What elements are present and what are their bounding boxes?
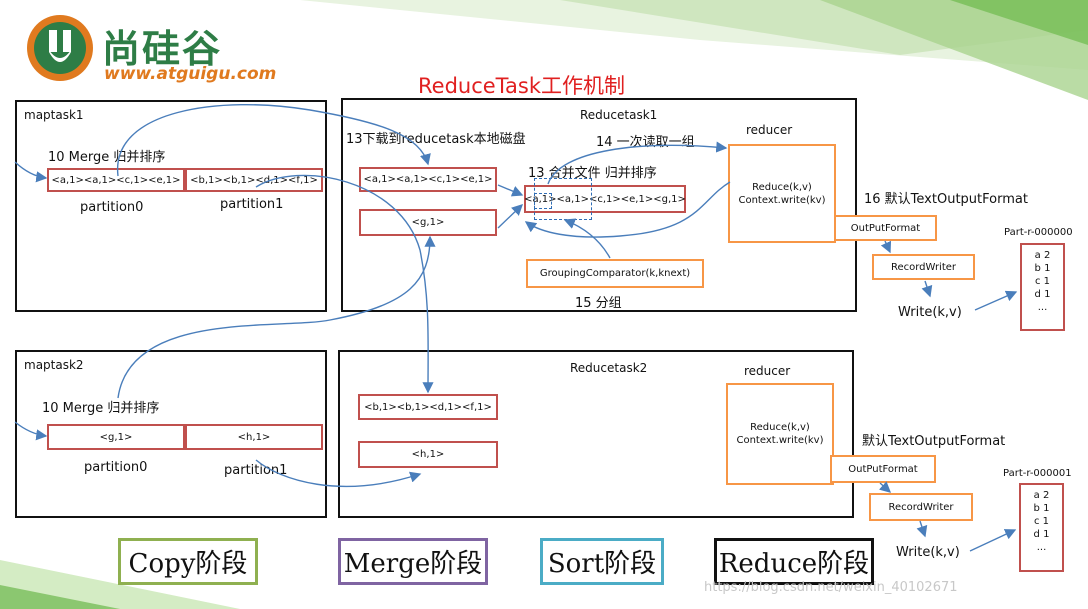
maptask2-merge-label: 10 Merge 归并排序	[42, 401, 160, 416]
part-file-1-line: c 1	[1034, 276, 1051, 287]
reducer2-box: Reduce(k,v) Context.write(kv)	[726, 383, 834, 485]
part-file-2-line: b 1	[1033, 503, 1050, 514]
part-file-title-2: Part-r-000001	[1003, 468, 1072, 479]
maptask1-partition1-box: <b,1><b,1><d,1><f,1>	[185, 168, 323, 192]
reducer1-box: Reduce(k,v) Context.write(kv)	[728, 144, 836, 243]
read-group-label: 14 一次读取一组	[596, 135, 695, 150]
phase-sort: Sort阶段	[540, 538, 664, 585]
reducetask1-box-g: <g,1>	[359, 209, 497, 236]
maptask1-merge-label: 10 Merge 归并排序	[48, 150, 166, 165]
reducetask2-box-b: <b,1><b,1><d,1><f,1>	[358, 394, 498, 420]
reducer2-label: reducer	[744, 364, 791, 378]
recordwriter-box-1: RecordWriter	[872, 254, 975, 280]
maptask1-partition0-box: <a,1><a,1><c,1><e,1>	[47, 168, 185, 192]
outputformat-box-2: OutPutFormat	[830, 455, 936, 483]
part-file-title-1: Part-r-000000	[1004, 227, 1073, 238]
reducetask2-panel	[338, 350, 854, 518]
part-file-1-line: d 1	[1034, 289, 1051, 300]
download-label: 13下载到reducetask本地磁盘	[346, 132, 526, 147]
part-file-2-line: c 1	[1033, 516, 1050, 527]
part-file-1: a 2 b 1 c 1 d 1 ...	[1020, 243, 1065, 331]
grouping-comparator-box: GroupingComparator(k,knext)	[526, 259, 704, 288]
reducetask2-box-h: <h,1>	[358, 441, 498, 468]
logo-text: 尚硅谷	[102, 27, 223, 71]
group-label: 15 分组	[575, 296, 622, 311]
default-format-label-2: 默认TextOutputFormat	[862, 434, 1006, 449]
default-format-label-1: 16 默认TextOutputFormat	[864, 192, 1028, 207]
part-file-1-line: ...	[1037, 302, 1048, 313]
phase-reduce: Reduce阶段	[714, 538, 874, 585]
phase-merge: Merge阶段	[338, 538, 488, 585]
reducer2-line1: Reduce(k,v)	[750, 422, 810, 433]
maptask1-label: maptask1	[24, 108, 84, 122]
part-file-1-line: b 1	[1034, 263, 1051, 274]
phase-copy: Copy阶段	[118, 538, 258, 585]
group-outline	[534, 178, 592, 220]
reducer1-label: reducer	[746, 123, 793, 137]
logo-url: www.atguigu.com	[104, 64, 277, 84]
part-file-2-line: a 2	[1033, 490, 1050, 501]
maptask2-partition1-label: partition1	[224, 463, 288, 478]
part-file-2-line: ...	[1036, 542, 1047, 553]
watermark: https://blog.csdn.net/weixin_40102671	[704, 580, 958, 595]
maptask2-partition0-label: partition0	[84, 460, 148, 475]
reducer1-line1: Reduce(k,v)	[752, 181, 812, 193]
reducetask1-box-a: <a,1><a,1><c,1><e,1>	[359, 167, 497, 192]
recordwriter-box-2: RecordWriter	[869, 493, 973, 521]
write-label-2: Write(k,v)	[896, 545, 960, 560]
part-file-2-line: d 1	[1033, 529, 1050, 540]
maptask1-partition0-label: partition0	[80, 200, 144, 215]
part-file-2: a 2 b 1 c 1 d 1 ...	[1019, 483, 1064, 572]
reducetask1-label: Reducetask1	[580, 108, 658, 122]
part-file-1-line: a 2	[1034, 250, 1051, 261]
reducetask2-label: Reducetask2	[570, 361, 648, 375]
maptask2-partition0-box: <g,1>	[47, 424, 185, 450]
write-label-1: Write(k,v)	[898, 305, 962, 320]
outputformat-box-1: OutPutFormat	[834, 215, 937, 241]
page-title: ReduceTask工作机制	[418, 74, 625, 98]
reducer2-line2: Context.write(kv)	[736, 435, 824, 446]
maptask2-partition1-box: <h,1>	[185, 424, 323, 450]
logo-icon	[27, 15, 93, 81]
reducer1-line2: Context.write(kv)	[738, 194, 826, 206]
maptask2-label: maptask2	[24, 358, 84, 372]
maptask1-partition1-label: partition1	[220, 197, 284, 212]
